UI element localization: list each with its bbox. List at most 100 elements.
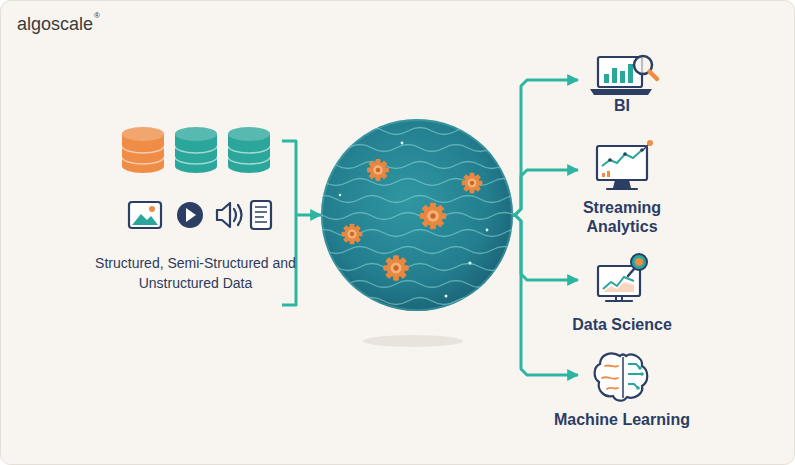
image-icon <box>132 214 158 225</box>
database-symbol <box>175 127 217 173</box>
streaming-icon <box>623 152 627 156</box>
document-icon <box>251 201 271 229</box>
flow-connector <box>513 170 578 215</box>
video-icon <box>177 202 203 228</box>
data-science-icon <box>631 254 647 270</box>
water-waves <box>300 247 540 254</box>
streaming-icon <box>608 158 612 162</box>
video-icon <box>177 202 203 228</box>
streaming-icon <box>643 144 649 150</box>
bi-icon <box>604 74 609 83</box>
node-text: Structured, Semi-Structured and Unstruct… <box>95 253 296 293</box>
flow-connector <box>513 80 578 215</box>
output-target: Streaming Analytics <box>578 142 666 198</box>
data-lake-circle <box>321 119 513 311</box>
audio-icon <box>217 203 242 227</box>
water-waves <box>312 298 528 305</box>
data-science-icon <box>603 277 634 289</box>
node-text: Machine Learning <box>532 410 712 429</box>
machine-learning-icon <box>622 357 624 398</box>
machine-learning-icon <box>636 386 640 390</box>
data-science-icon <box>598 266 640 296</box>
node-text: Data Science <box>547 315 697 334</box>
bi-icon <box>620 71 625 83</box>
gear-symbol <box>342 224 363 245</box>
streaming-icon <box>597 140 653 189</box>
streaming-icon <box>602 173 605 177</box>
output-target: Machine Learning <box>578 347 666 403</box>
video-icon <box>186 208 196 222</box>
data-science-icon <box>635 258 643 266</box>
sparkle-dots <box>339 142 489 298</box>
streaming-icon <box>640 148 644 152</box>
water-waves <box>300 179 540 186</box>
brand-logo: algoscale <box>17 14 93 35</box>
document-icon <box>255 207 267 222</box>
audio-icon <box>217 203 230 227</box>
water-waves <box>312 264 528 271</box>
document-icon <box>251 201 271 229</box>
machine-learning-icon <box>638 366 642 370</box>
machine-learning-icon <box>602 365 618 389</box>
machine-learning-icon <box>595 353 648 400</box>
lake-shadow <box>363 335 463 347</box>
data-lake-circle <box>321 119 513 311</box>
water-waves <box>300 145 540 152</box>
audio-icon <box>234 205 242 225</box>
data-science-icon <box>616 296 622 301</box>
machine-learning-icon <box>628 364 642 388</box>
source-bracket <box>282 141 296 305</box>
machine-learning-icon <box>595 353 648 400</box>
output-target: Data Science <box>578 252 666 308</box>
data-science-icon <box>628 269 634 276</box>
water-waves <box>312 196 528 203</box>
sparkle-dots <box>445 295 448 298</box>
database-symbol <box>122 127 164 173</box>
gear-symbol <box>367 159 389 181</box>
output-target: BI <box>578 52 666 108</box>
sparkle-dots <box>486 229 489 232</box>
gear-symbol <box>383 255 408 280</box>
streaming-icon <box>647 140 653 146</box>
water-waves <box>312 128 528 135</box>
data-science-icon <box>606 300 632 302</box>
bi-icon <box>612 68 617 83</box>
bi-icon <box>628 64 633 83</box>
source-group: Structured, Semi-Structured and Unstruct… <box>95 125 296 305</box>
streaming-icon <box>602 150 642 166</box>
sparkle-dots <box>401 142 404 145</box>
streaming-icon <box>607 171 610 177</box>
water-waves <box>300 281 540 288</box>
database-symbol <box>228 127 270 173</box>
image-icon <box>129 202 161 228</box>
data-science-icon <box>598 254 647 301</box>
node-text: Streaming Analytics <box>557 198 687 236</box>
bi-icon <box>598 57 642 87</box>
water-waves <box>300 213 540 220</box>
lake-rim <box>322 120 512 310</box>
bi-icon <box>590 56 657 95</box>
flow-connector <box>296 214 321 217</box>
bi-icon <box>590 89 652 95</box>
sparkle-dots <box>468 261 471 264</box>
streaming-icon <box>597 146 647 180</box>
sparkle-dots <box>339 194 342 197</box>
machine-learning-icon <box>640 372 644 376</box>
bi-icon <box>650 72 658 80</box>
gear-symbol <box>420 203 446 229</box>
bi-icon <box>634 56 652 74</box>
lake-outline <box>321 119 513 311</box>
image-icon <box>149 206 155 212</box>
flow-connector <box>513 215 578 375</box>
node-text: BI <box>582 96 662 115</box>
registered-mark: ® <box>94 11 100 20</box>
data-science-icon <box>603 282 634 292</box>
gear-symbol <box>462 173 483 194</box>
streaming-icon <box>607 188 637 190</box>
water-waves <box>300 128 540 305</box>
water-waves <box>312 162 528 169</box>
image-icon <box>129 202 161 228</box>
